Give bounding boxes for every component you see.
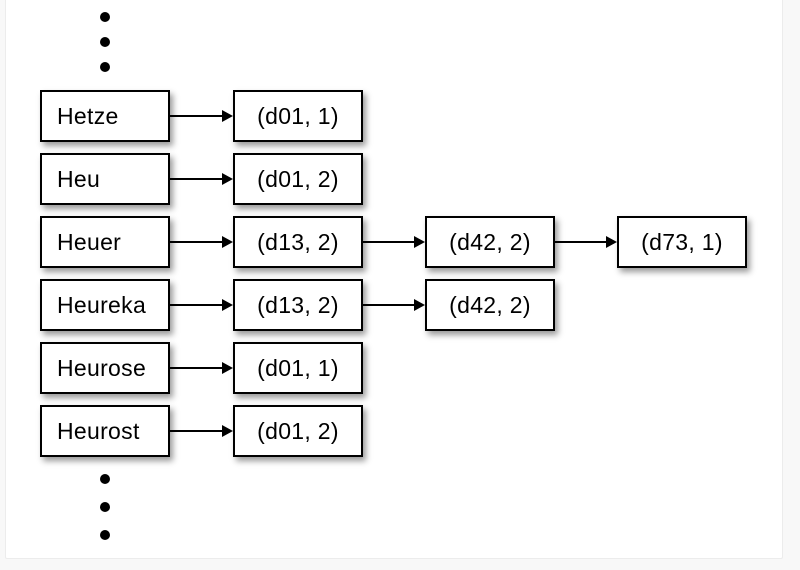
arrow-shaft [363, 304, 416, 306]
arrow-shaft [170, 115, 224, 117]
ellipsis-dot [100, 530, 110, 540]
posting-box: (d42, 2) [425, 279, 555, 331]
posting-box: (d01, 2) [233, 405, 363, 457]
posting-box: (d01, 2) [233, 153, 363, 205]
arrow-head-icon [606, 236, 617, 248]
arrow-head-icon [222, 236, 233, 248]
arrow-right [170, 110, 233, 122]
arrow-shaft [170, 304, 224, 306]
posting-box: (d42, 2) [425, 216, 555, 268]
arrow-head-icon [222, 299, 233, 311]
arrow-right [170, 425, 233, 437]
ellipsis-dot [100, 12, 110, 22]
ellipsis-dot [100, 474, 110, 484]
arrow-shaft [170, 430, 224, 432]
arrow-right [170, 362, 233, 374]
term-box-heurost: Heurost [40, 405, 170, 457]
arrow-head-icon [414, 299, 425, 311]
posting-box: (d01, 1) [233, 342, 363, 394]
arrow-shaft [170, 178, 224, 180]
posting-box: (d01, 1) [233, 90, 363, 142]
posting-box: (d73, 1) [617, 216, 747, 268]
arrow-right [363, 236, 425, 248]
arrow-head-icon [414, 236, 425, 248]
ellipsis-dot [100, 502, 110, 512]
arrow-shaft [170, 367, 224, 369]
term-box-heuer: Heuer [40, 216, 170, 268]
arrow-right [363, 299, 425, 311]
arrow-right [170, 299, 233, 311]
posting-box: (d13, 2) [233, 216, 363, 268]
term-box-heurose: Heurose [40, 342, 170, 394]
arrow-shaft [170, 241, 224, 243]
arrow-head-icon [222, 110, 233, 122]
arrow-shaft [555, 241, 608, 243]
term-box-hetze: Hetze [40, 90, 170, 142]
arrow-head-icon [222, 173, 233, 185]
posting-box: (d13, 2) [233, 279, 363, 331]
arrow-head-icon [222, 362, 233, 374]
arrow-right [170, 236, 233, 248]
ellipsis-dot [100, 62, 110, 72]
term-box-heu: Heu [40, 153, 170, 205]
arrow-right [555, 236, 617, 248]
arrow-shaft [363, 241, 416, 243]
ellipsis-dot [100, 37, 110, 47]
arrow-head-icon [222, 425, 233, 437]
term-box-heureka: Heureka [40, 279, 170, 331]
arrow-right [170, 173, 233, 185]
